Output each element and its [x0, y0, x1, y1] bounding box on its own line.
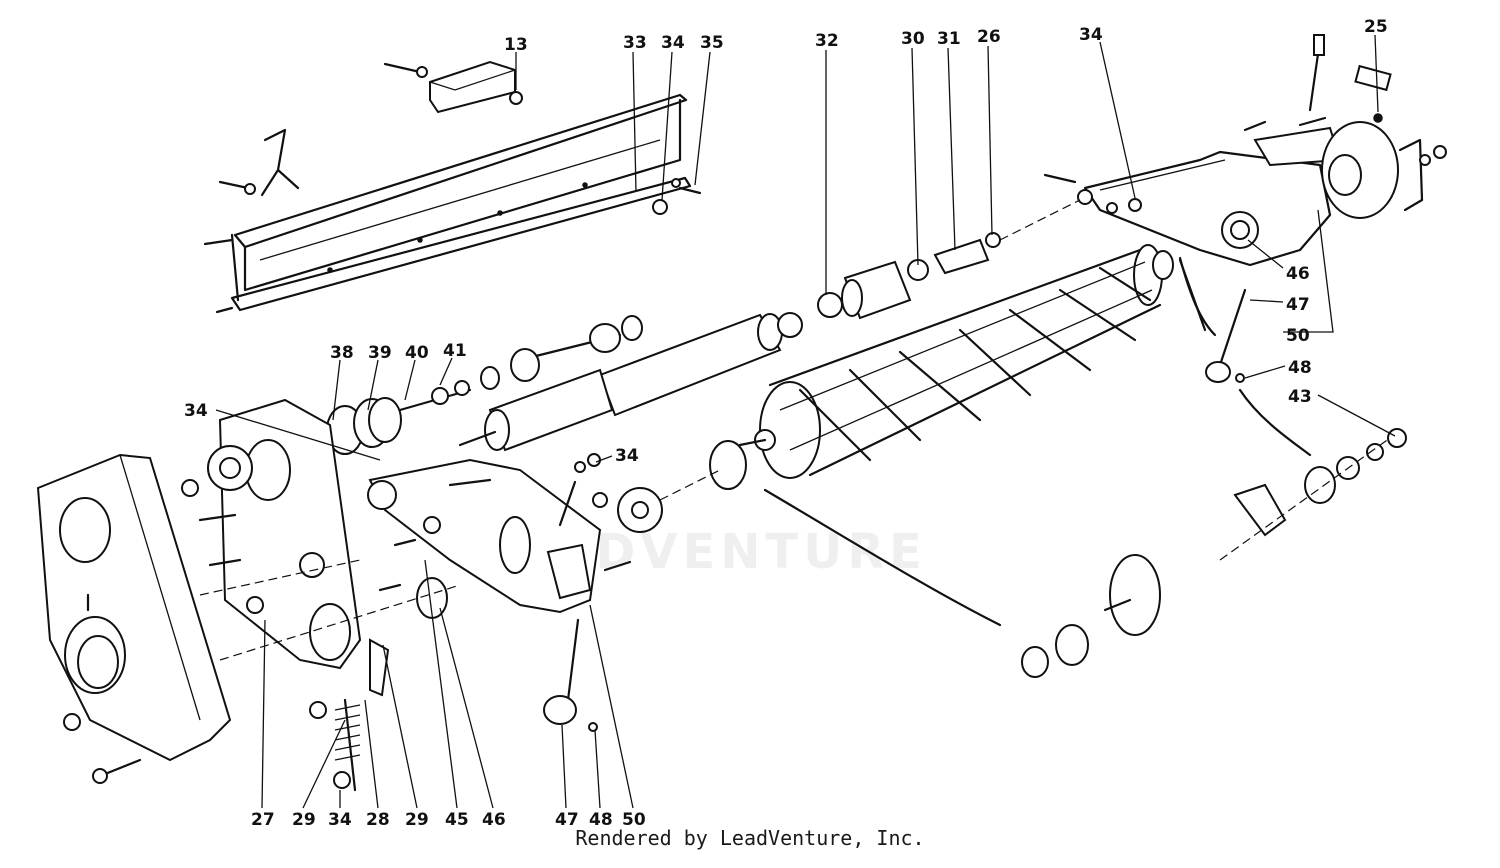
callout-40: 40 — [405, 343, 429, 363]
callout-34: 34 — [184, 401, 208, 421]
drive-springs-38-41 — [326, 380, 472, 455]
callout-32: 32 — [815, 31, 839, 51]
callout-45: 45 — [445, 810, 469, 830]
callout-numbers: 13 33 34 35 32 30 31 26 34 25 46 47 50 4… — [184, 17, 1388, 830]
callout-31: 31 — [937, 29, 961, 49]
callout-46: 46 — [482, 810, 506, 830]
callout-47: 47 — [1286, 295, 1310, 315]
callout-34: 34 — [1079, 25, 1103, 45]
credit-text: Rendered by LeadVenture, Inc. — [575, 826, 925, 850]
callout-26: 26 — [977, 27, 1001, 47]
callout-34: 34 — [661, 33, 685, 53]
handle-knob — [203, 128, 300, 314]
callout-48: 48 — [1288, 358, 1312, 378]
callout-30: 30 — [901, 29, 925, 49]
callout-28: 28 — [366, 810, 390, 830]
callout-38: 38 — [330, 343, 354, 363]
side-frame-left — [367, 458, 602, 619]
callout-50: 50 — [622, 810, 646, 830]
roller-and-shaft — [458, 232, 1001, 452]
callout-43: 43 — [1288, 387, 1312, 407]
adjuster-47-50-left — [543, 453, 663, 732]
callout-34: 34 — [615, 446, 639, 466]
callout-35: 35 — [700, 33, 724, 53]
leader-lines — [215, 34, 1396, 809]
callout-34: 34 — [328, 810, 352, 830]
bracket-13 — [383, 60, 523, 114]
reel-cylinder — [709, 244, 1174, 490]
bolts-33-35 — [652, 178, 702, 215]
assembly-axis-lines — [199, 199, 1081, 661]
callout-47: 47 — [555, 810, 579, 830]
callout-39: 39 — [368, 343, 392, 363]
callout-33: 33 — [623, 33, 647, 53]
callout-46: 46 — [1286, 264, 1310, 284]
callout-50: 50 — [1286, 326, 1310, 346]
gear-housing-27 — [181, 398, 362, 670]
callout-29: 29 — [405, 810, 429, 830]
end-cover — [36, 453, 232, 784]
callout-48: 48 — [589, 810, 613, 830]
bolts-28-29 — [309, 583, 402, 792]
top-shield-bar — [230, 93, 692, 312]
callout-29: 29 — [292, 810, 316, 830]
roller-end-parts — [763, 256, 1407, 678]
right-side-plate — [1043, 34, 1447, 267]
callout-41: 41 — [443, 341, 467, 361]
callout-27: 27 — [251, 810, 275, 830]
adjuster-47-50-right — [1178, 258, 1247, 383]
callout-25: 25 — [1364, 17, 1388, 37]
callout-13: 13 — [504, 35, 528, 55]
